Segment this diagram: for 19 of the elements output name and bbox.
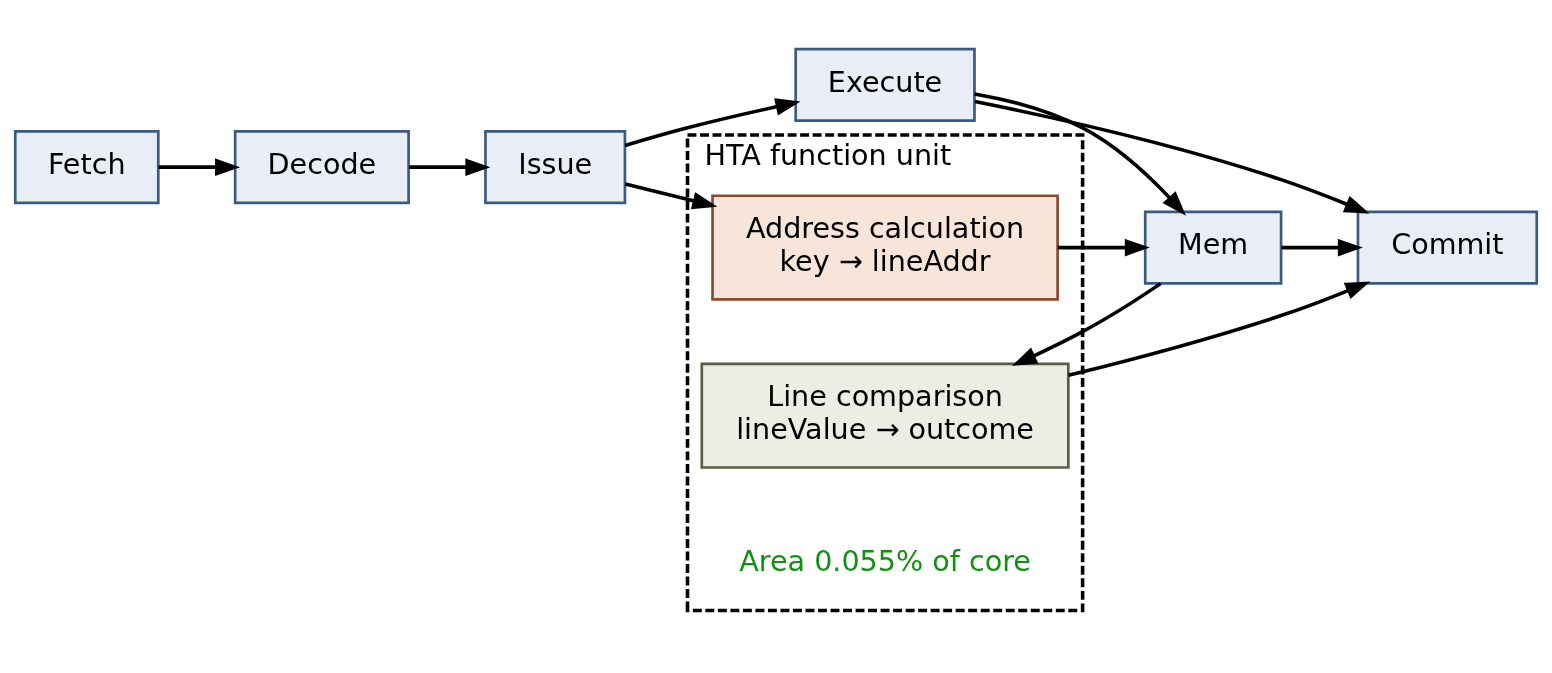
arrow [409, 157, 491, 176]
arrow [624, 181, 718, 209]
node-box: Execute [794, 47, 976, 122]
arrow [1068, 280, 1371, 377]
arrow [624, 97, 801, 147]
node-box: Commit [1356, 210, 1539, 285]
label: Area 0.055% of core [739, 543, 1031, 578]
arrow [1057, 238, 1150, 256]
arrow [1011, 281, 1162, 366]
node-box: Issue [484, 129, 627, 204]
arrow [158, 157, 241, 176]
node-box: Line comparison lineValue → outcome [700, 362, 1070, 469]
node-box: Mem [1143, 210, 1283, 285]
arrow [974, 91, 1186, 216]
node-box: Address calculation key → lineAddr [711, 193, 1059, 301]
node-box: Decode [233, 129, 410, 204]
arrow [974, 99, 1370, 214]
node-box: Fetch [13, 129, 160, 204]
arrow [1281, 238, 1363, 256]
